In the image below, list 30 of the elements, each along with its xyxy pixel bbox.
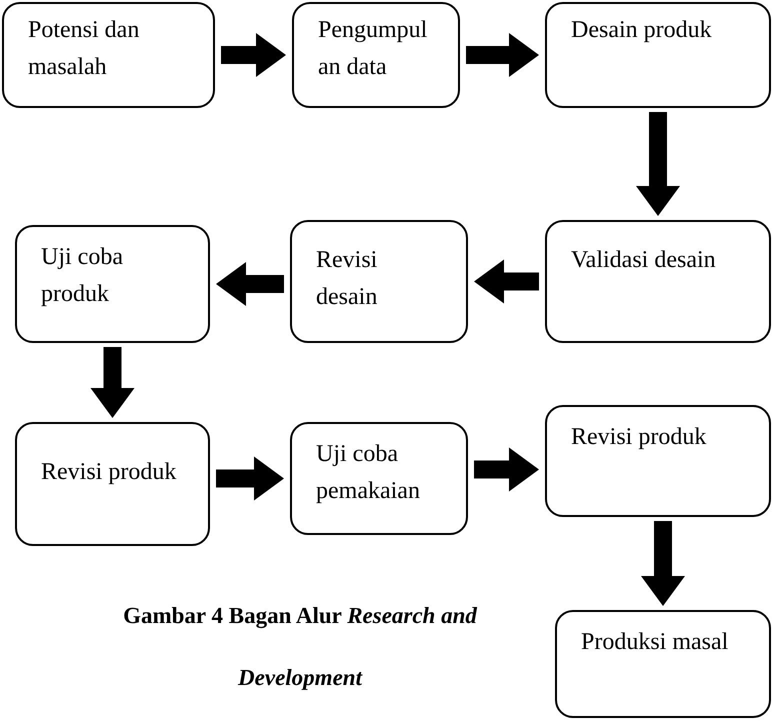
process-box bbox=[545, 2, 771, 108]
box-label: Desain produk bbox=[571, 16, 713, 45]
box-label: Revisi produk bbox=[571, 423, 708, 452]
box-label: Revisi produk bbox=[41, 458, 178, 487]
block-arrow bbox=[216, 262, 284, 306]
block-arrow bbox=[474, 260, 539, 304]
box-label: Validasi desain bbox=[571, 246, 717, 275]
block-arrow bbox=[466, 33, 539, 77]
block-arrow bbox=[90, 347, 134, 418]
box-label: Uji coba produk bbox=[41, 243, 124, 310]
process-box bbox=[545, 220, 771, 343]
process-box bbox=[292, 2, 460, 108]
process-box bbox=[545, 405, 771, 517]
box-label: Potensi dan masalah bbox=[28, 16, 140, 82]
block-arrow bbox=[474, 448, 539, 492]
box-label: Revisi desain bbox=[316, 246, 378, 312]
process-box bbox=[290, 422, 468, 535]
block-arrow bbox=[641, 521, 685, 606]
figure-caption: Gambar 4 Bagan Alur Research and Development bbox=[122, 602, 478, 692]
box-label: Produksi masal bbox=[581, 628, 730, 657]
process-box bbox=[2, 2, 215, 108]
process-box bbox=[15, 422, 210, 546]
block-arrow bbox=[216, 456, 284, 500]
block-arrow bbox=[636, 112, 680, 216]
block-arrow bbox=[221, 33, 286, 77]
process-box bbox=[555, 610, 771, 718]
box-label: Pengumpul an data bbox=[318, 16, 428, 82]
process-box bbox=[290, 220, 468, 343]
process-box bbox=[15, 225, 210, 343]
box-label: Uji coba pemakaian bbox=[316, 440, 421, 506]
